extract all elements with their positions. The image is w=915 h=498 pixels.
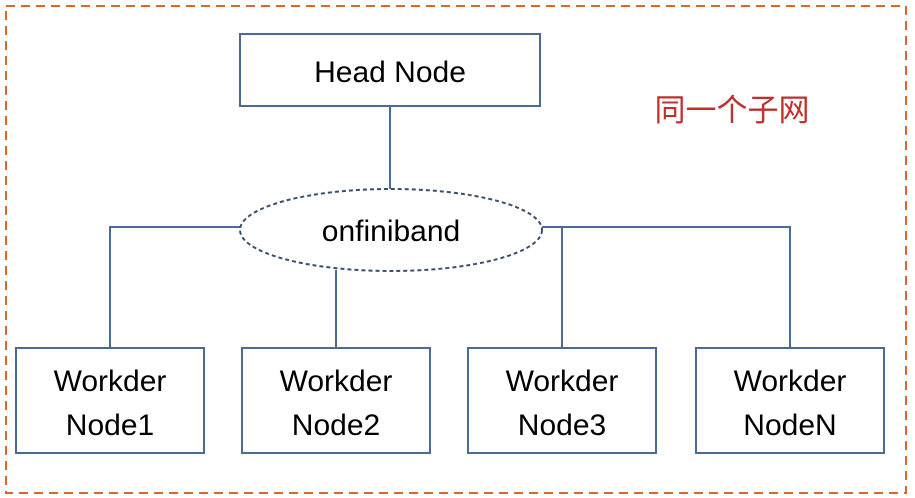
worker-node-n-label-line1: Workder xyxy=(734,365,847,398)
worker-node-3-label-line2: Node3 xyxy=(518,409,606,442)
network-ellipse xyxy=(239,188,543,272)
head-node-box xyxy=(239,33,541,107)
connection-lines xyxy=(109,106,791,348)
head-node-label: Head Node xyxy=(314,56,466,89)
network-to-workerN-link xyxy=(542,226,791,348)
network-label: onfiniband xyxy=(322,215,460,248)
worker-node-3-label-line1: Workder xyxy=(506,365,619,398)
network-switch: onfiniband xyxy=(239,188,543,272)
worker-node-2-label-line1: Workder xyxy=(280,365,393,398)
worker-node-2: Workder Node2 xyxy=(241,347,431,454)
worker-node-1-box xyxy=(15,347,205,454)
worker-node-1: Workder Node1 xyxy=(15,347,205,454)
worker-node-2-box xyxy=(241,347,431,454)
worker-node-2-label-line2: Node2 xyxy=(292,409,380,442)
worker-node-1-label-line1: Workder xyxy=(54,365,167,398)
worker-node-n: Workder NodeN xyxy=(695,347,885,454)
subnet-label: 同一个子网 xyxy=(655,93,810,129)
worker-node-1-label-line2: Node1 xyxy=(66,409,154,442)
subnet-boundary xyxy=(5,5,907,494)
worker-node-3-box xyxy=(467,347,657,454)
network-to-worker1-link xyxy=(109,226,242,348)
head-node: Head Node xyxy=(239,33,541,107)
worker-node-3: Workder Node3 xyxy=(467,347,657,454)
worker-node-n-label-line2: NodeN xyxy=(743,409,836,442)
worker-node-n-box xyxy=(695,347,885,454)
